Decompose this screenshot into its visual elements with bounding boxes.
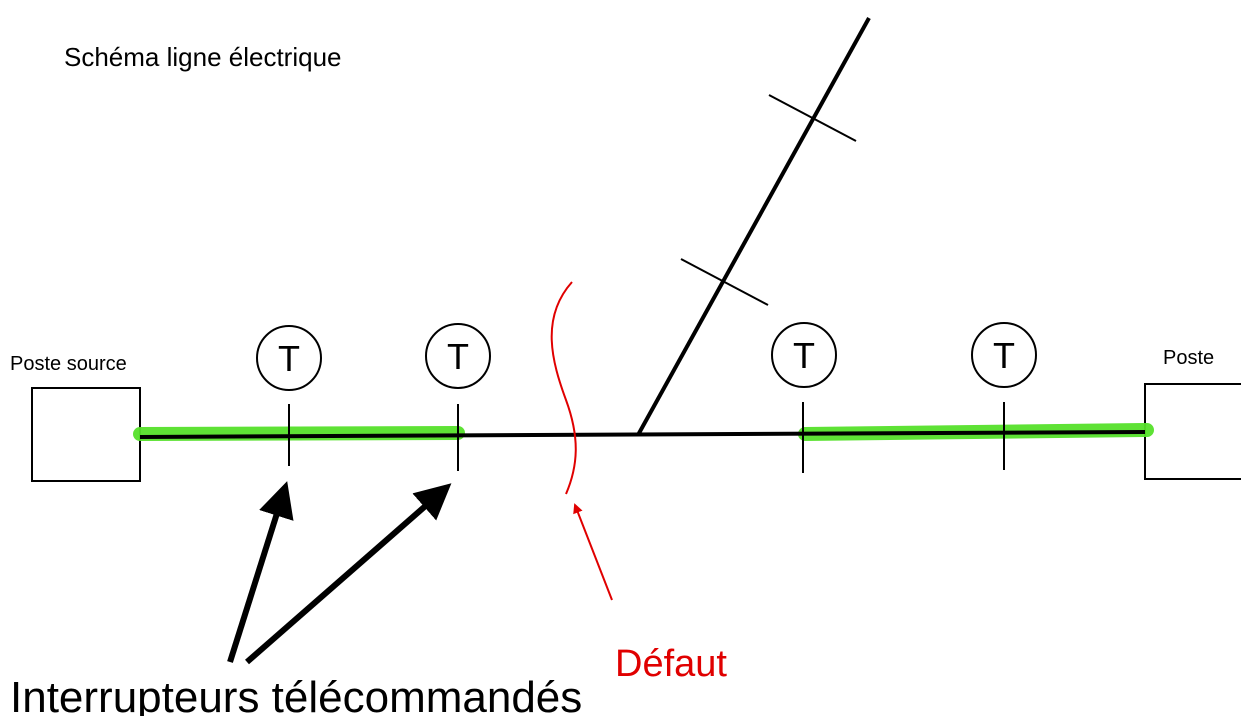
branch-switch-tick [680, 258, 769, 306]
energized-section-left [133, 426, 465, 441]
main-power-line [139, 430, 1146, 439]
remote-switch-symbol: T [971, 322, 1037, 388]
end-substation-box [1144, 383, 1241, 480]
switch-symbol-label: T [278, 338, 300, 379]
switch-pointer-arrow [245, 483, 452, 665]
switch-pointer-arrow [227, 481, 294, 663]
switch-symbol-label: T [993, 335, 1015, 376]
remote-switch-symbol: T [256, 325, 322, 391]
branch-power-line [636, 17, 871, 436]
switch-symbol-label: T [447, 336, 469, 377]
end-substation-label: Poste [1163, 347, 1214, 369]
remote-switch-symbol: T [771, 322, 837, 388]
fault-break-mark [550, 281, 577, 495]
remote-switch-symbol: T [425, 323, 491, 389]
branch-switch-tick [768, 94, 857, 142]
switches-caption: Interrupteurs télécommandés [10, 673, 582, 716]
source-substation-label: Poste source [10, 353, 127, 375]
source-substation-box [31, 387, 141, 482]
switch-symbol-label: T [793, 335, 815, 376]
fault-arrow [573, 503, 613, 601]
diagram-title: Schéma ligne électrique [64, 42, 342, 72]
fault-label: Défaut [615, 643, 727, 685]
